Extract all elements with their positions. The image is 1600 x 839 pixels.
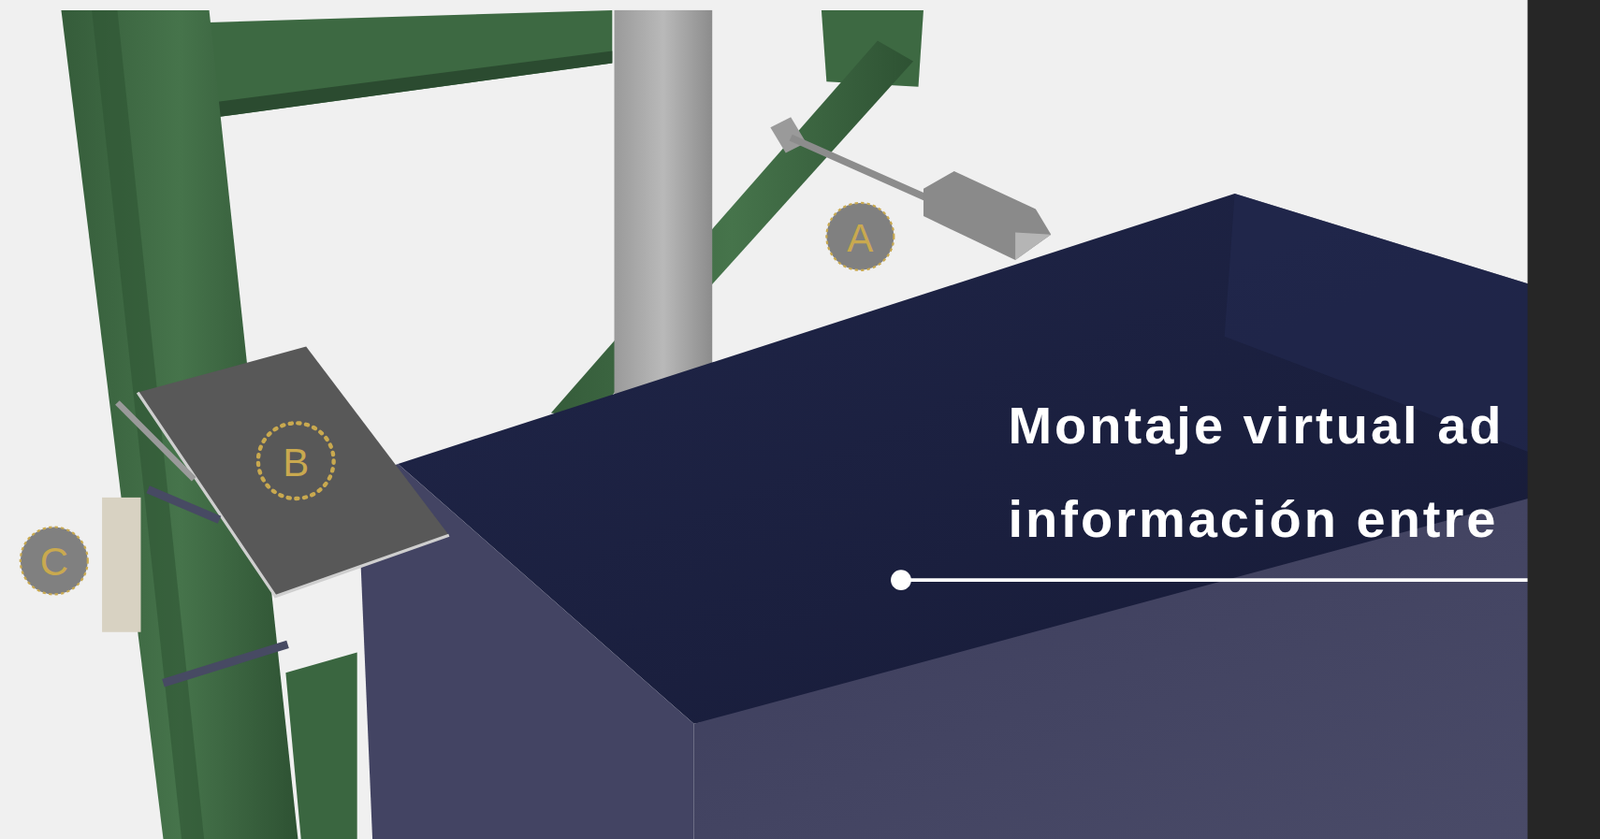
sensor <box>923 171 1051 261</box>
callout-letter: C <box>40 542 69 582</box>
title: Montaje virtual ad información entre <box>1007 378 1570 567</box>
sensor-arm <box>790 137 929 199</box>
underline <box>901 578 1600 582</box>
strap <box>147 489 219 521</box>
sensor-clamp <box>770 116 806 153</box>
callout-badge <box>826 203 894 271</box>
column <box>285 653 357 839</box>
beam <box>209 10 613 117</box>
strap <box>162 644 288 684</box>
control-box <box>101 497 141 633</box>
callout-letter: A <box>846 218 873 259</box>
callout-letter: B <box>282 443 309 483</box>
underline-dot <box>890 569 912 591</box>
side-bar <box>1527 0 1600 839</box>
beam-shadow <box>216 50 612 117</box>
panel-edge <box>137 392 450 597</box>
callout-badge <box>20 526 88 595</box>
panel-bracket <box>116 403 194 480</box>
callout-badge <box>258 422 335 499</box>
